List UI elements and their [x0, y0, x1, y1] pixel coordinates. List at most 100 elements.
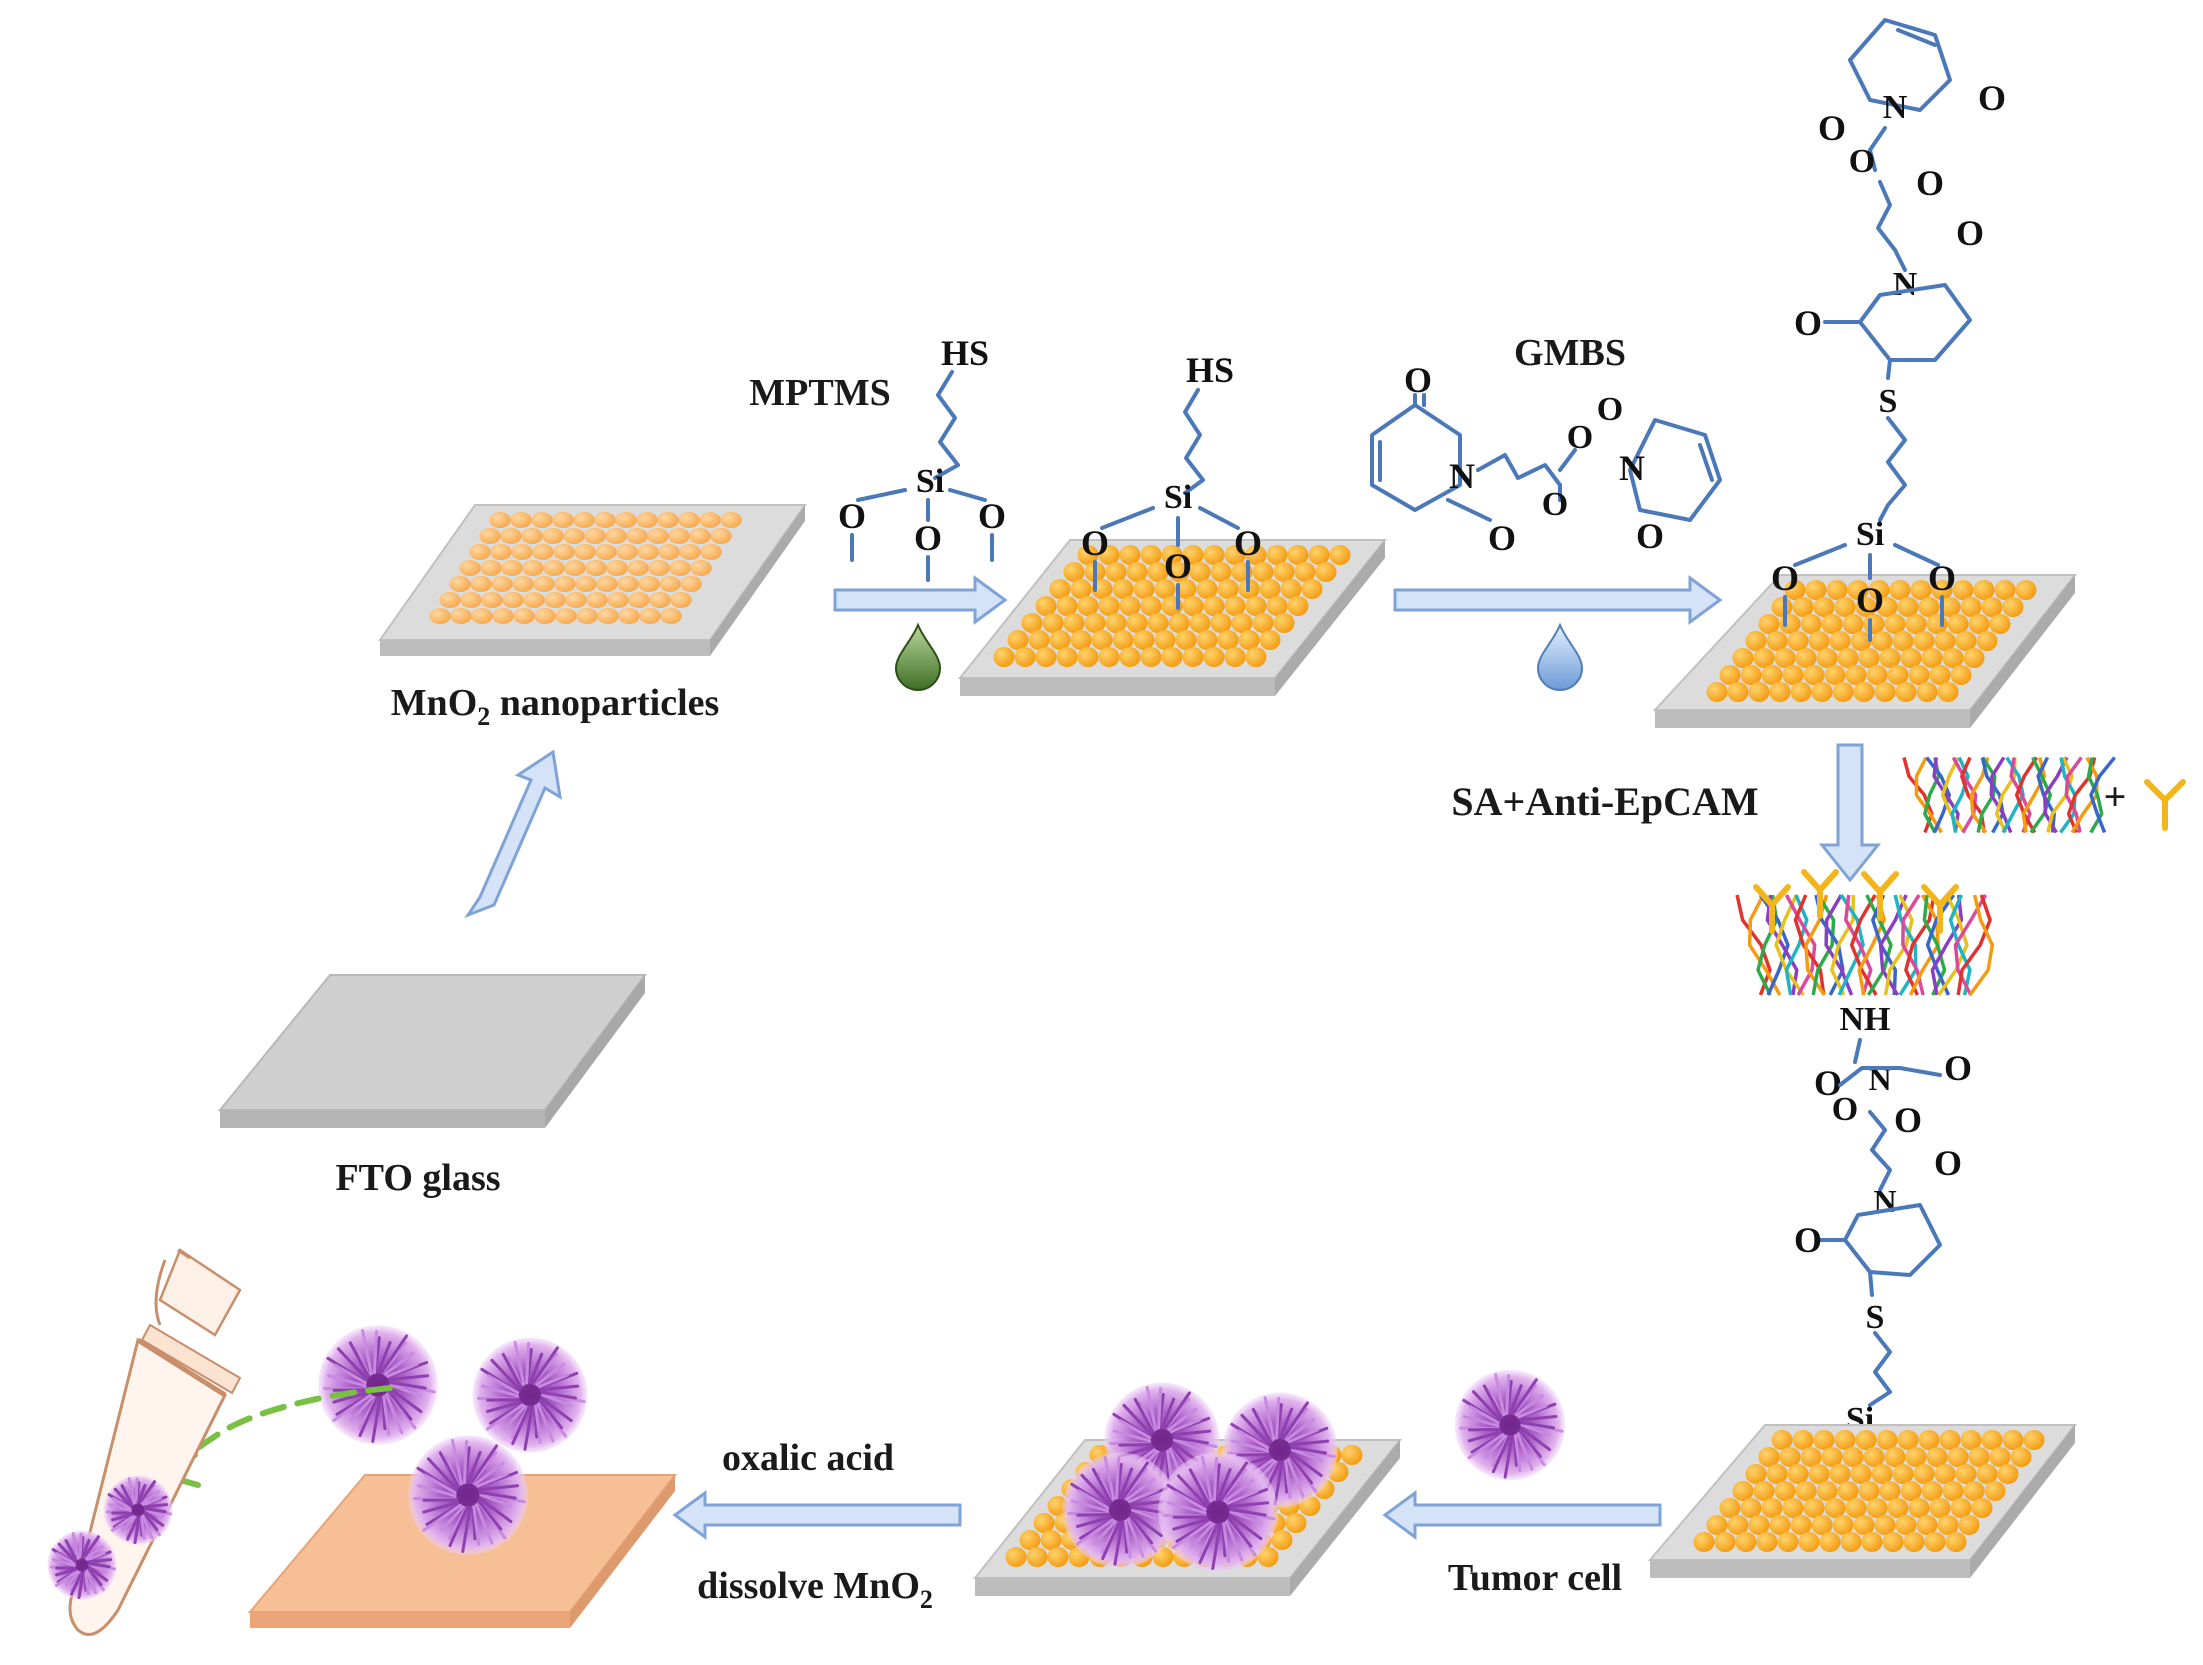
nanoparticle	[1813, 597, 1835, 617]
nanoparticle	[1761, 1498, 1783, 1518]
nanoparticle	[1077, 596, 1099, 616]
nanoparticle	[563, 528, 585, 544]
right-o-atom: O	[1894, 1100, 1922, 1140]
nanoparticle	[459, 560, 481, 576]
nanoparticle	[1963, 1481, 1985, 1501]
nanoparticle	[1876, 597, 1898, 617]
nanoparticle	[1105, 613, 1127, 633]
nanoparticle	[1147, 562, 1169, 582]
nanoparticle	[658, 544, 680, 560]
nanoparticle	[1868, 580, 1890, 600]
nanoparticle	[1098, 545, 1120, 565]
dissolve-mno2-label: dissolve MnO2	[697, 1565, 933, 1614]
mptms-o-atom: O	[914, 518, 942, 558]
nanoparticle	[1040, 1530, 1062, 1550]
nanoparticle	[1853, 1515, 1875, 1535]
nanoparticle	[1921, 648, 1943, 668]
gmbs-o-atom: O	[1542, 486, 1568, 523]
nanoparticle	[1070, 579, 1092, 599]
nanoparticle	[1231, 613, 1253, 633]
mptms-hs-atom: HS	[941, 333, 989, 373]
top-o-atom: O	[1818, 108, 1846, 148]
nanoparticle	[1727, 682, 1749, 702]
nanoparticle	[1879, 648, 1901, 668]
nanoparticle	[1782, 1498, 1804, 1518]
nanoparticle	[636, 512, 658, 528]
nanoparticle	[1266, 596, 1288, 616]
nanoparticle	[1829, 1464, 1851, 1484]
nanoparticle	[1777, 1532, 1799, 1552]
nanoparticle	[1971, 1498, 1993, 1518]
nanoparticle	[1070, 630, 1092, 650]
nanoparticle	[1913, 1464, 1935, 1484]
nanoparticle	[1853, 682, 1875, 702]
nanoparticle	[1189, 613, 1211, 633]
nanoparticle	[1913, 631, 1935, 651]
nanoparticle	[1884, 1447, 1906, 1467]
nanoparticle	[1897, 597, 1919, 617]
nanoparticle	[657, 512, 679, 528]
nanoparticle	[1981, 597, 2003, 617]
arrow-up	[464, 749, 562, 919]
nanoparticle	[1845, 1498, 1867, 1518]
nanoparticle	[584, 528, 606, 544]
nanoparticle	[1019, 1530, 1041, 1550]
slab-mptms	[957, 539, 1388, 696]
nanoparticle	[616, 544, 638, 560]
nanoparticle	[532, 544, 554, 560]
sa-anti-epcam-label: SA+Anti-EpCAM	[1451, 779, 1758, 824]
nanoparticle	[1119, 545, 1141, 565]
nanoparticle	[1897, 1430, 1919, 1450]
nanoparticle	[1960, 597, 1982, 617]
nanoparticle	[1308, 545, 1330, 565]
nanoparticle	[1934, 631, 1956, 651]
nanoparticle	[1745, 1464, 1767, 1484]
nanoparticle	[1280, 579, 1302, 599]
nanoparticle	[1984, 1481, 2006, 1501]
nanoparticle	[1960, 1430, 1982, 1450]
nanoparticle	[1976, 631, 1998, 651]
grafted-o-atom: O	[1234, 523, 1262, 563]
slab3-o-atom: O	[1771, 558, 1799, 598]
nanoparticle	[1976, 1464, 1998, 1484]
nanoparticle	[586, 592, 608, 608]
nanoparticle	[1866, 665, 1888, 685]
nanoparticle	[1042, 613, 1064, 633]
nanoparticle	[1866, 1498, 1888, 1518]
nanoparticle	[1329, 545, 1351, 565]
nanoparticle	[1784, 580, 1806, 600]
top-o-atom: O	[1956, 213, 1984, 253]
nanoparticle	[1056, 596, 1078, 616]
nanoparticle	[544, 592, 566, 608]
nanoparticle	[1005, 1547, 1027, 1567]
nanoparticle	[1203, 647, 1225, 667]
nanoparticle	[449, 576, 471, 592]
nanoparticle	[1931, 580, 1953, 600]
tumor-cell	[318, 1325, 438, 1445]
nanoparticle	[1761, 665, 1783, 685]
nanoparticle	[1916, 682, 1938, 702]
nanoparticle	[552, 512, 574, 528]
nanoparticle	[573, 512, 595, 528]
nanoparticle	[1892, 631, 1914, 651]
nanoparticle	[1084, 613, 1106, 633]
nanoparticle	[690, 560, 712, 576]
nanoparticle	[1341, 1445, 1363, 1465]
nanoparticle	[1997, 1464, 2019, 1484]
nanoparticle	[1140, 545, 1162, 565]
nanoparticle-slab	[378, 504, 807, 656]
nanoparticle	[669, 560, 691, 576]
nanoparticle	[1918, 1430, 1940, 1450]
released-tumor-cells	[318, 1325, 588, 1555]
nanoparticle	[1077, 545, 1099, 565]
nanoparticle	[1876, 1430, 1898, 1450]
nanoparticle	[618, 608, 640, 624]
nanoparticle	[1800, 1447, 1822, 1467]
nanoparticle	[1834, 1430, 1856, 1450]
nanoparticle	[1989, 1447, 2011, 1467]
right-o-atom: O	[1832, 1091, 1858, 1128]
nanoparticle	[492, 608, 514, 624]
nanoparticle	[1800, 614, 1822, 634]
nanoparticle	[1119, 596, 1141, 616]
grafted-o-atom: O	[1164, 546, 1192, 586]
